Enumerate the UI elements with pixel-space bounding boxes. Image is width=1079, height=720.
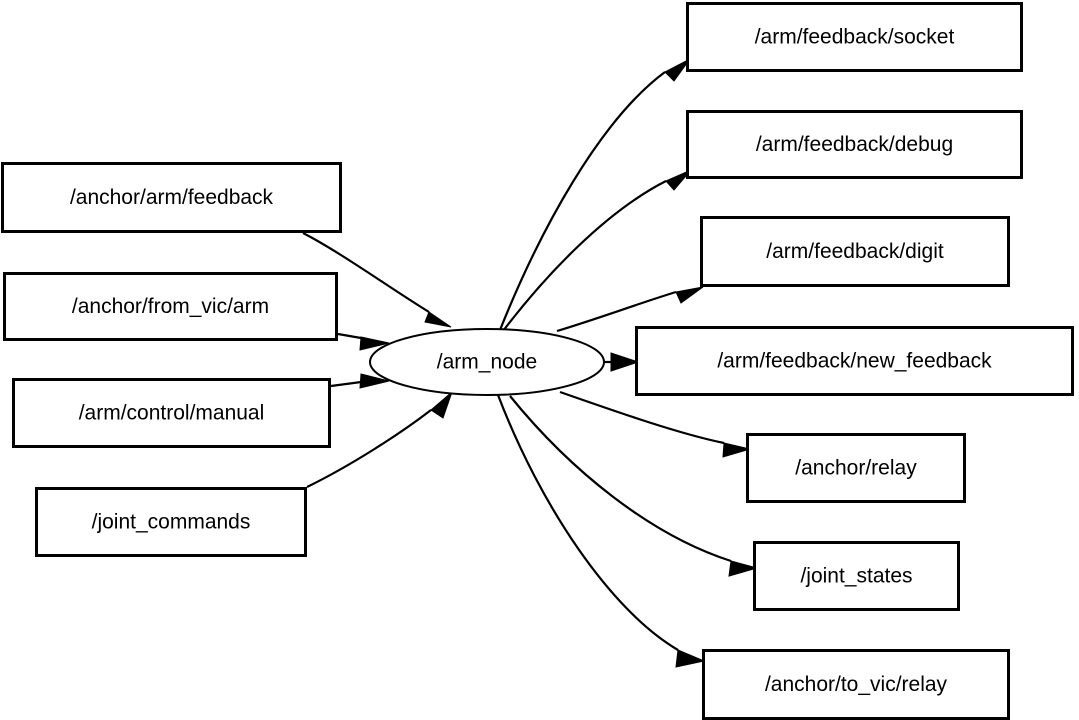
node-box-subscriber[interactable] xyxy=(700,216,1010,287)
node-label: /arm/control/manual xyxy=(79,402,265,425)
edge-anchor-from-vic-arm-to-arm-node xyxy=(337,332,390,351)
node-box-subscriber[interactable] xyxy=(753,541,960,611)
node-box-subscriber[interactable] xyxy=(702,649,1010,720)
center-node-label: /arm_node xyxy=(437,351,537,374)
node-label: /anchor/from_vic/arm xyxy=(72,295,269,318)
edge-arm-node-to-joint-states xyxy=(509,395,759,577)
topic-node-arm_feedback_socket[interactable]: /arm/feedback/socket xyxy=(686,2,1023,72)
edge-line xyxy=(306,409,432,488)
arrowhead-icon xyxy=(359,373,390,389)
node-label: /arm/feedback/new_feedback xyxy=(717,350,992,373)
node-box-publisher[interactable] xyxy=(3,272,338,341)
node-label: /anchor/to_vic/relay xyxy=(765,673,948,696)
edge-line xyxy=(498,71,666,331)
edge-line xyxy=(337,332,362,340)
arrowhead-icon xyxy=(675,286,704,304)
node-box-subscriber[interactable] xyxy=(686,2,1023,72)
node-box-subscriber[interactable] xyxy=(746,433,966,503)
edge-line xyxy=(509,395,732,563)
arrowhead-icon xyxy=(610,352,640,372)
node-box-subscriber[interactable] xyxy=(686,110,1023,179)
edge-line xyxy=(559,390,725,445)
node-box-subscriber[interactable] xyxy=(635,326,1074,396)
arrowhead-icon xyxy=(665,169,692,191)
arrowhead-icon xyxy=(722,442,752,458)
topic-node-anchor_to_vic_relay[interactable]: /anchor/to_vic/relay xyxy=(702,649,1010,720)
edge-arm-control-manual-to-arm-node xyxy=(330,373,390,389)
topic-node-arm_feedback_new_feedback[interactable]: /arm/feedback/new_feedback xyxy=(635,326,1074,396)
node-label: /arm/feedback/digit xyxy=(766,240,944,263)
node-label: /anchor/arm/feedback xyxy=(70,186,274,209)
edges-layer xyxy=(302,58,759,668)
edge-line xyxy=(502,180,667,332)
topic-node-arm_feedback_digit[interactable]: /arm/feedback/digit xyxy=(700,216,1010,287)
topic-node-anchor_relay[interactable]: /anchor/relay xyxy=(746,433,966,503)
arrowhead-icon xyxy=(424,311,452,328)
edge-arm-node-to-anchor-relay xyxy=(559,390,752,458)
edge-joint-commands-to-arm-node xyxy=(306,390,454,488)
edge-arm-node-to-arm-feedback-socket xyxy=(498,58,691,331)
arrowhead-icon xyxy=(675,649,706,668)
node-box-publisher[interactable] xyxy=(12,378,331,448)
edge-arm-node-to-arm-feedback-digit xyxy=(556,286,704,333)
edge-arm-node-to-arm-feedback-new-feedback xyxy=(604,352,640,372)
node-label: /joint_commands xyxy=(92,511,251,534)
topic-node-anchor_arm_feedback[interactable]: /anchor/arm/feedback xyxy=(1,162,342,233)
arrowhead-icon xyxy=(359,336,390,351)
arrowhead-icon xyxy=(664,58,691,82)
arrowhead-icon xyxy=(430,390,454,419)
edge-arm-node-to-anchor-to-vic-relay xyxy=(496,394,706,668)
edge-line xyxy=(330,380,362,388)
topic-node-joint_commands[interactable]: /joint_commands xyxy=(35,487,307,557)
topic-node-arm_feedback_debug[interactable]: /arm/feedback/debug xyxy=(686,110,1023,179)
arrowhead-icon xyxy=(728,560,759,577)
edge-line xyxy=(496,394,679,651)
topic-node-joint_states[interactable]: /joint_states xyxy=(753,541,960,611)
node-label: /anchor/relay xyxy=(795,457,917,480)
edge-line xyxy=(302,232,430,313)
center-node-arm_node[interactable]: /arm_node xyxy=(369,328,605,396)
node-box-publisher[interactable] xyxy=(35,487,307,557)
edge-anchor-arm-feedback-to-arm-node xyxy=(302,232,452,328)
node-label: /joint_states xyxy=(800,565,912,588)
node-ellipse[interactable] xyxy=(369,328,605,396)
node-box-publisher[interactable] xyxy=(1,162,342,233)
edge-arm-node-to-arm-feedback-debug xyxy=(502,169,692,332)
topic-node-arm_control_manual[interactable]: /arm/control/manual xyxy=(12,378,331,448)
node-label: /arm/feedback/debug xyxy=(756,133,953,156)
node-label: /arm/feedback/socket xyxy=(755,26,955,49)
edge-line xyxy=(556,290,677,333)
topic-node-anchor_from_vic_arm[interactable]: /anchor/from_vic/arm xyxy=(3,272,338,341)
